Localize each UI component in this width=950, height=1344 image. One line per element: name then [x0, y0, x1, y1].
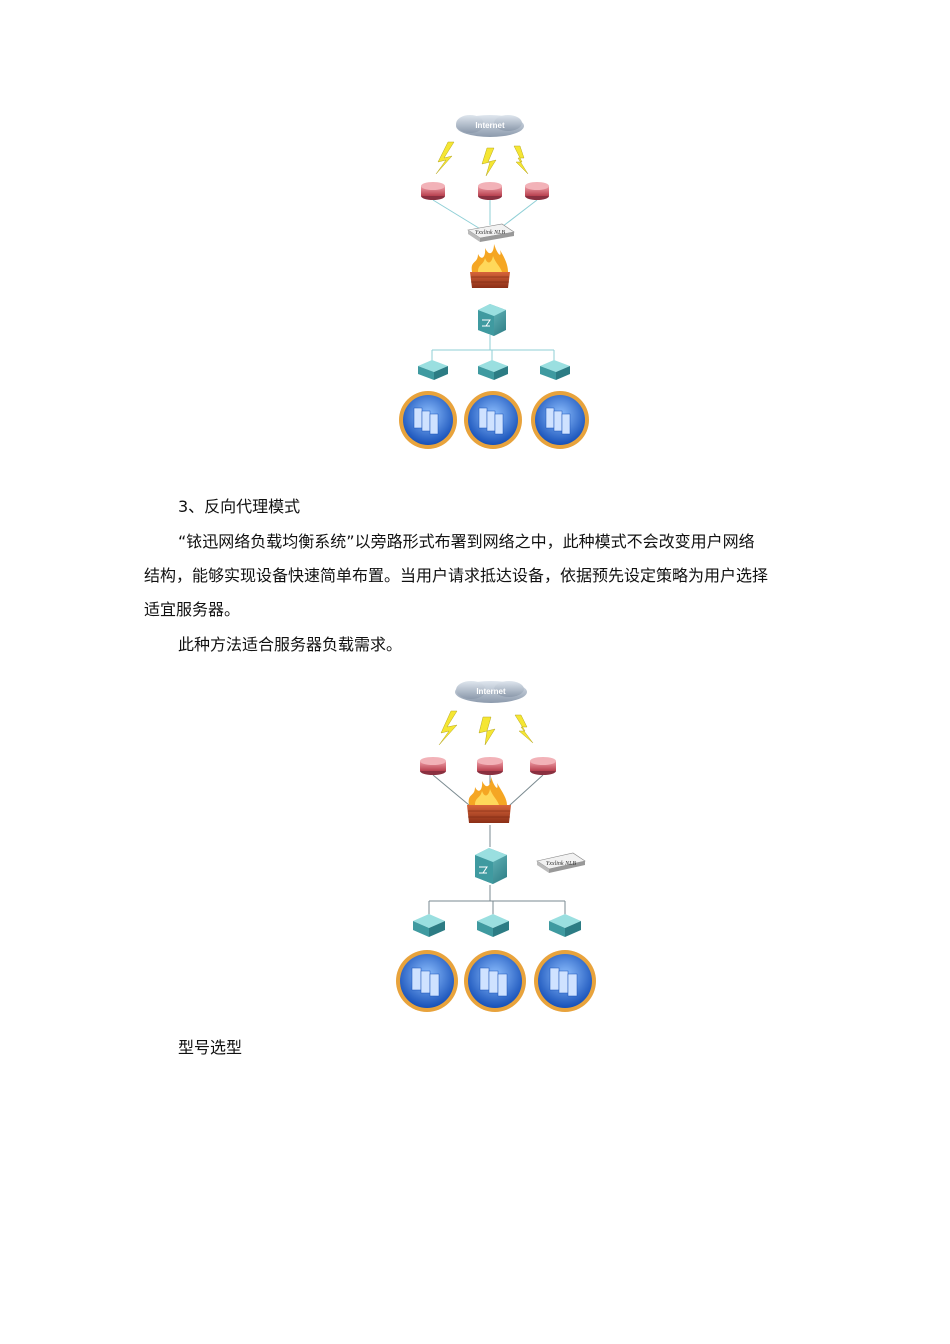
paragraph-line: 适宜服务器。	[144, 600, 241, 619]
switch-icon	[478, 360, 508, 380]
firewall-icon	[467, 777, 511, 823]
load-balancer-icon: Yxxlink NLB	[536, 852, 586, 873]
core-switch-icon	[475, 848, 507, 884]
bottom-heading: 型号选型	[178, 1038, 243, 1057]
internet-cloud-icon: Internet	[455, 681, 527, 703]
router-icon	[477, 757, 503, 775]
router-icon	[420, 757, 446, 775]
network-diagram-bypass: Internet Yxxlin	[396, 681, 596, 1012]
switch-icon	[413, 914, 445, 937]
load-balancer-icon: Yxxlink NLB	[467, 223, 515, 242]
network-diagram-inline: Internet Yxxlink NLB	[399, 115, 589, 449]
router-icon	[525, 182, 549, 200]
cloud-label: Internet	[475, 121, 505, 130]
core-switch-icon	[478, 304, 506, 336]
switch-icon	[418, 360, 448, 380]
lightning-icon	[435, 141, 529, 177]
server-cluster-icon	[534, 950, 596, 1012]
link-lines	[431, 199, 555, 362]
lightning-icon	[438, 710, 534, 746]
cloud-label: Internet	[476, 687, 506, 696]
server-cluster-icon	[399, 391, 457, 449]
switch-icon	[540, 360, 570, 380]
section-heading: 3、反向代理模式	[178, 497, 301, 516]
switch-icon	[549, 914, 581, 937]
nlb-label: Yxxlink NLB	[475, 230, 505, 236]
firewall-icon	[470, 244, 510, 288]
switch-icon	[477, 914, 509, 937]
server-cluster-icon	[464, 950, 526, 1012]
paragraph: 此种方法适合服务器负载需求。	[178, 635, 403, 654]
server-cluster-icon	[531, 391, 589, 449]
paragraph-line: “铱迅网络负载均衡系统”以旁路形式布署到网络之中，此种模式不会改变用户网络	[178, 532, 755, 551]
paragraph-line: 结构，能够实现设备快速简单布置。当用户请求抵达设备，依据预先设定策略为用户选择	[144, 566, 769, 585]
internet-cloud-icon: Internet	[456, 115, 524, 137]
router-icon	[530, 757, 556, 775]
router-icon	[421, 182, 445, 200]
server-cluster-icon	[464, 391, 522, 449]
router-icon	[478, 182, 502, 200]
server-cluster-icon	[396, 950, 458, 1012]
nlb-label: Yxxlink NLB	[546, 861, 576, 867]
